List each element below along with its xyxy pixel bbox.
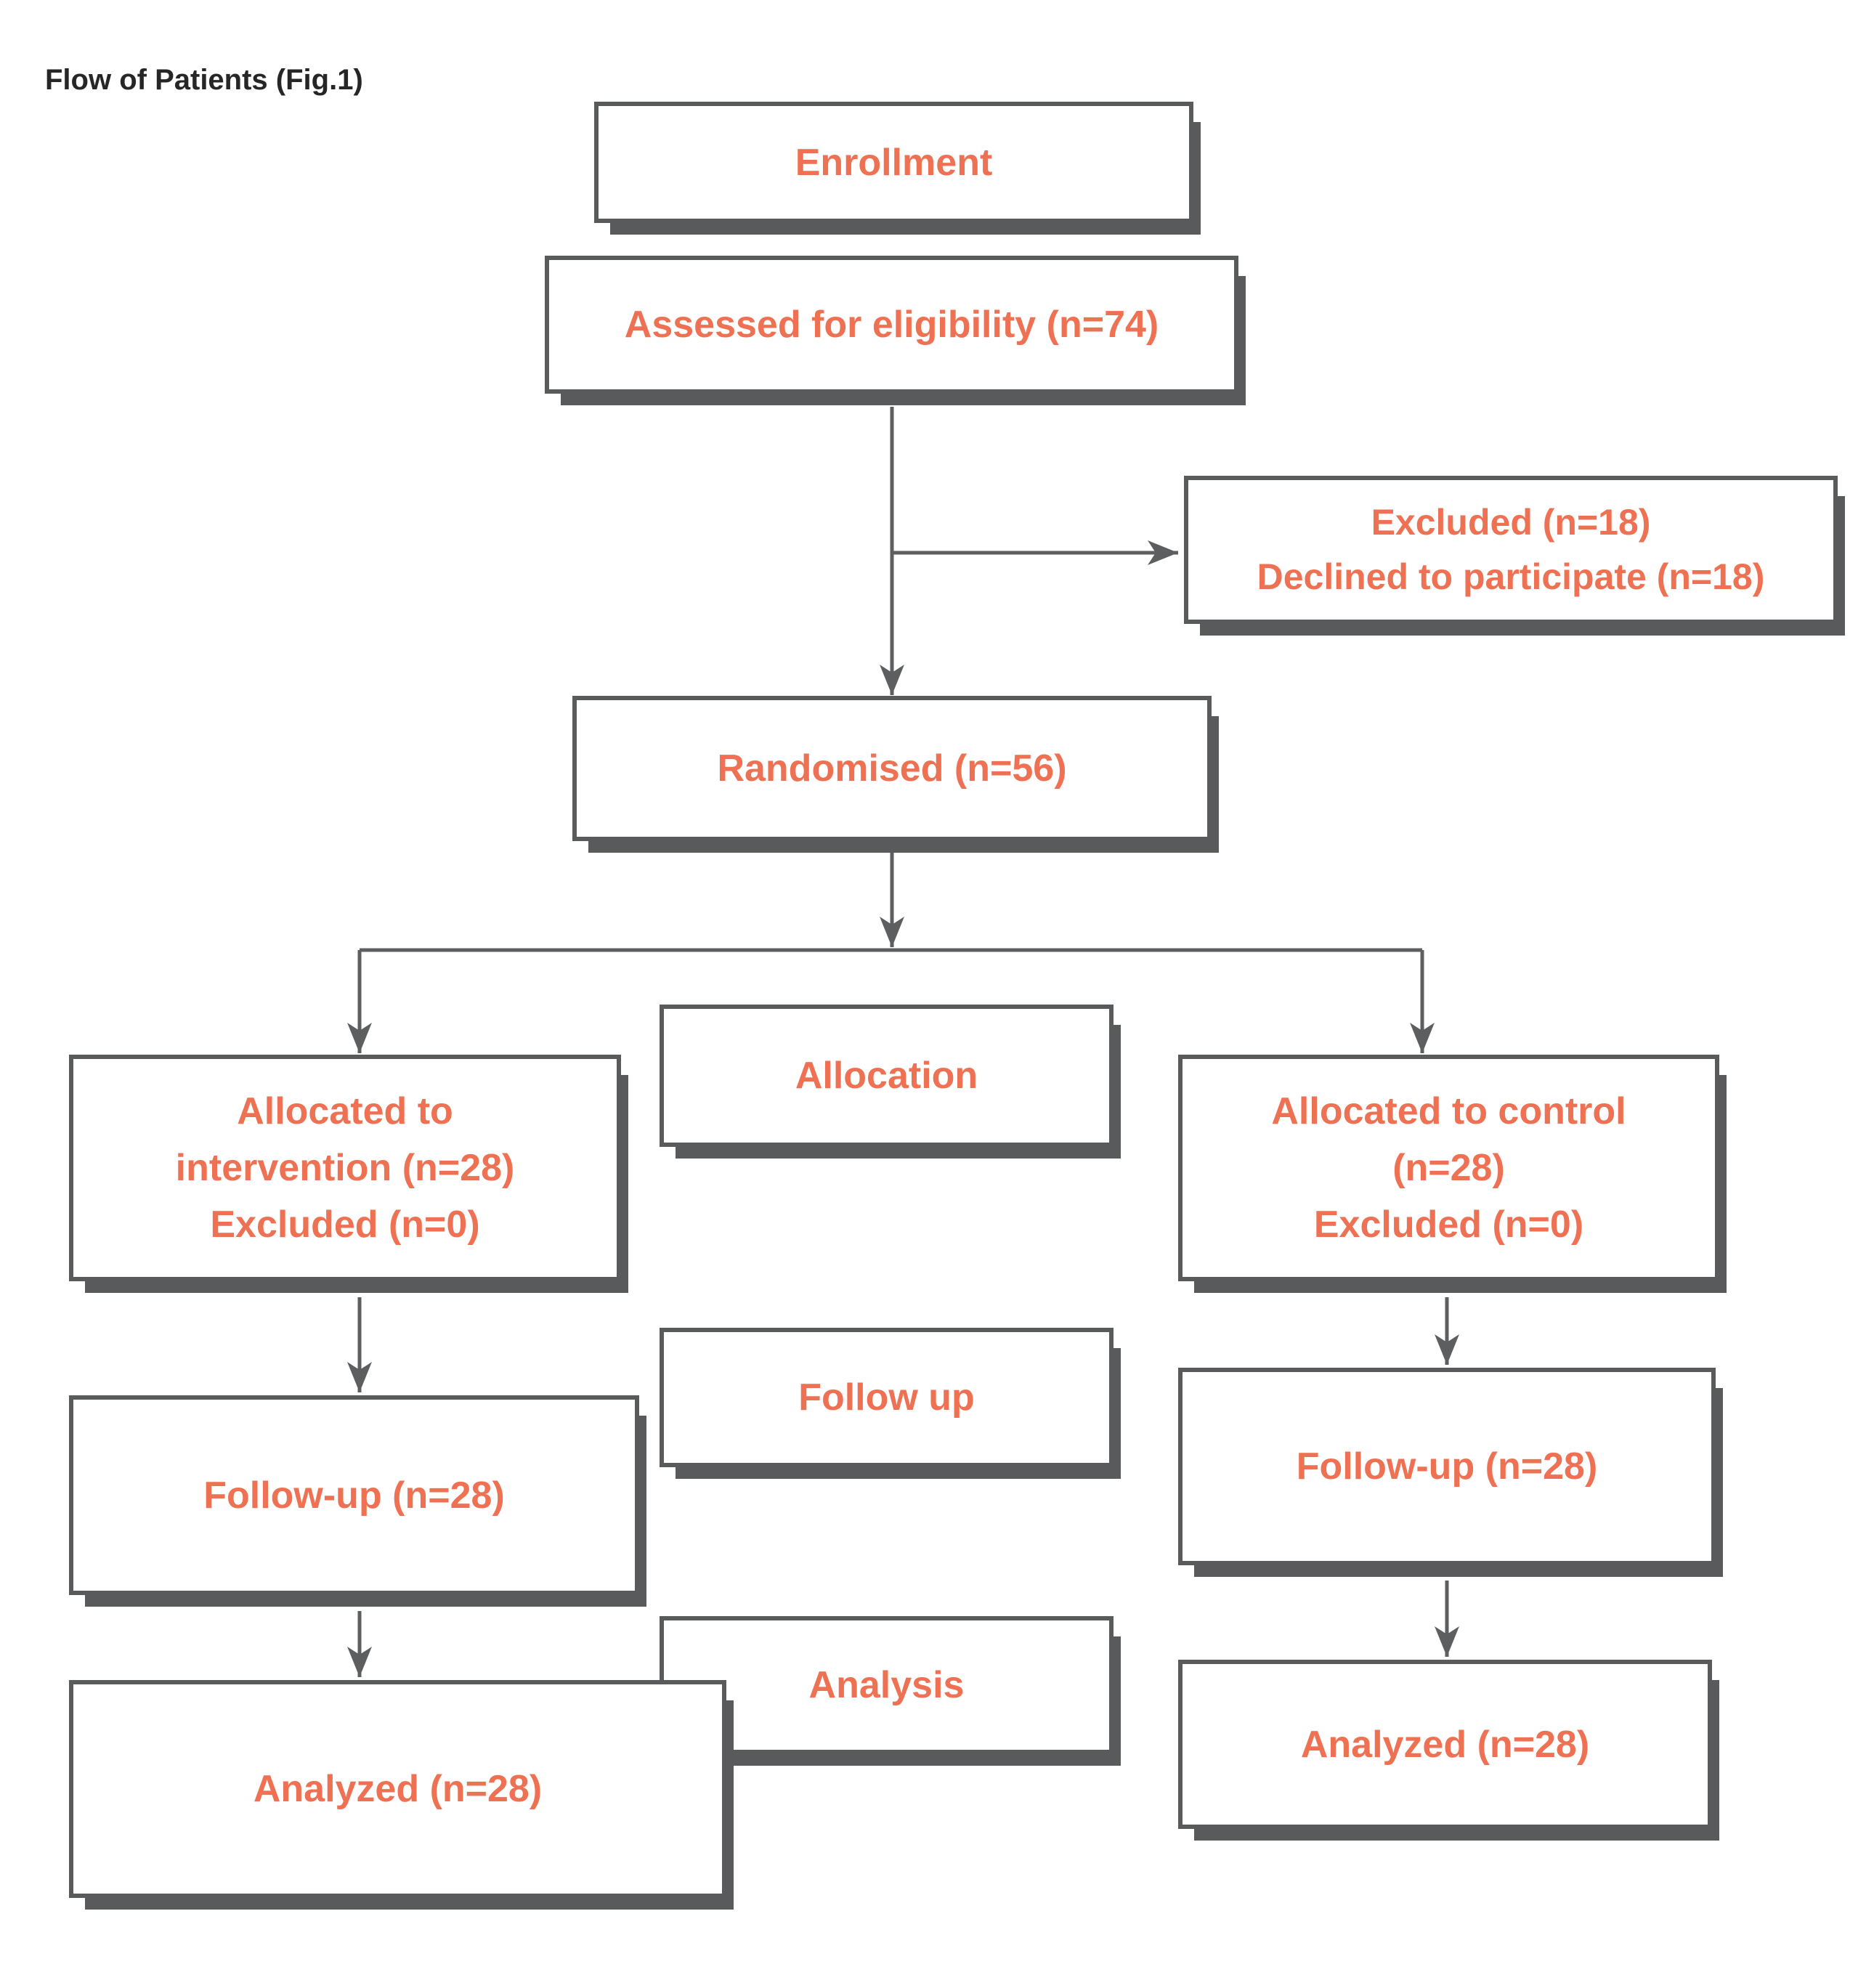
followup-control-box: Follow-up (n=28) bbox=[1178, 1368, 1716, 1565]
followup-stage-box: Follow up bbox=[660, 1328, 1114, 1467]
declined-line: Declined to participate (n=18) bbox=[1257, 556, 1765, 597]
analyzed-intervention-box: Analyzed (n=28) bbox=[69, 1680, 726, 1898]
randomised-box: Randomised (n=56) bbox=[572, 696, 1212, 841]
followup-stage-label: Follow up bbox=[798, 1376, 975, 1419]
enrollment-stage-box: Enrollment bbox=[594, 102, 1193, 223]
analyzed-control-label: Analyzed (n=28) bbox=[1300, 1723, 1590, 1766]
allocated-control-line-1: Allocated to control bbox=[1271, 1090, 1626, 1132]
assessed-label: Assessed for eligibility (n=74) bbox=[624, 304, 1159, 346]
analysis-stage-label: Analysis bbox=[808, 1664, 965, 1706]
randomised-label: Randomised (n=56) bbox=[717, 747, 1067, 790]
excluded-line: Excluded (n=18) bbox=[1371, 502, 1651, 543]
page-title: Flow of Patients (Fig.1) bbox=[45, 64, 363, 96]
analyzed-control-box: Analyzed (n=28) bbox=[1178, 1660, 1712, 1829]
allocated-control-line-3: Excluded (n=0) bbox=[1313, 1204, 1584, 1246]
allocated-intervention-line-1: Allocated to bbox=[237, 1090, 453, 1132]
allocated-control-line-2: (n=28) bbox=[1392, 1147, 1505, 1189]
followup-intervention-label: Follow-up (n=28) bbox=[203, 1474, 505, 1517]
allocated-control-box: Allocated to control (n=28) Excluded (n=… bbox=[1178, 1055, 1719, 1281]
followup-control-label: Follow-up (n=28) bbox=[1296, 1445, 1598, 1488]
assessed-box: Assessed for eligibility (n=74) bbox=[545, 256, 1238, 394]
excluded-box: Excluded (n=18) Declined to participate … bbox=[1184, 476, 1838, 624]
followup-intervention-box: Follow-up (n=28) bbox=[69, 1395, 639, 1595]
enrollment-stage-label: Enrollment bbox=[795, 141, 993, 184]
allocation-stage-box: Allocation bbox=[660, 1005, 1114, 1147]
analysis-stage-box: Analysis bbox=[660, 1616, 1114, 1754]
allocated-intervention-line-3: Excluded (n=0) bbox=[210, 1204, 480, 1246]
allocated-intervention-line-2: intervention (n=28) bbox=[175, 1147, 515, 1189]
analyzed-intervention-label: Analyzed (n=28) bbox=[253, 1768, 543, 1810]
allocation-stage-label: Allocation bbox=[795, 1055, 978, 1097]
allocated-intervention-box: Allocated to intervention (n=28) Exclude… bbox=[69, 1055, 621, 1281]
